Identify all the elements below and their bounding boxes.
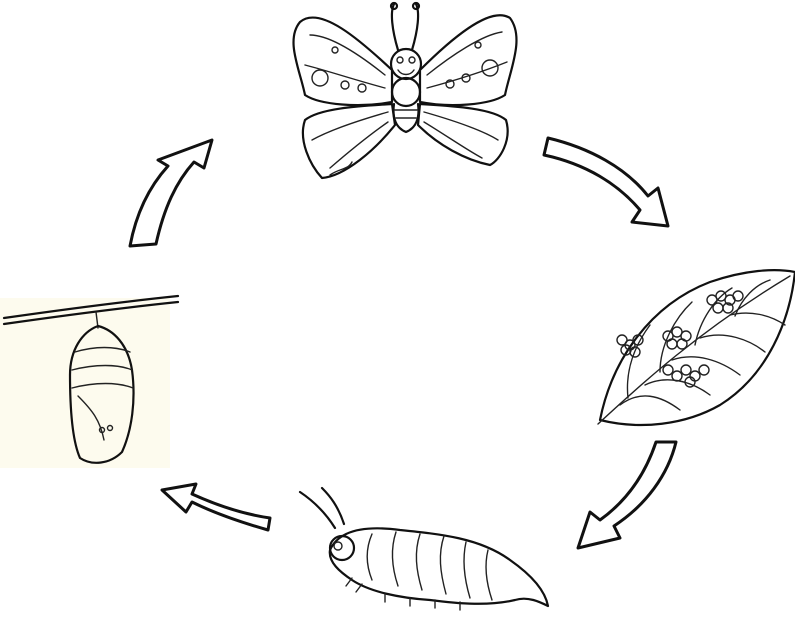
leaf-with-eggs-illustration [598, 270, 795, 425]
egg-cluster [663, 365, 709, 387]
arrow-chrysalis-to-butterfly [130, 140, 212, 246]
egg-cluster [617, 335, 643, 357]
arrow-butterfly-to-eggs [544, 138, 668, 226]
arrow-eggs-to-caterpillar [578, 442, 676, 548]
arrow-caterpillar-to-chrysalis [162, 484, 270, 530]
butterfly-illustration [294, 3, 517, 178]
chrysalis-illustration [0, 296, 178, 468]
caterpillar-illustration [300, 488, 548, 610]
pupa-panel [0, 298, 170, 468]
